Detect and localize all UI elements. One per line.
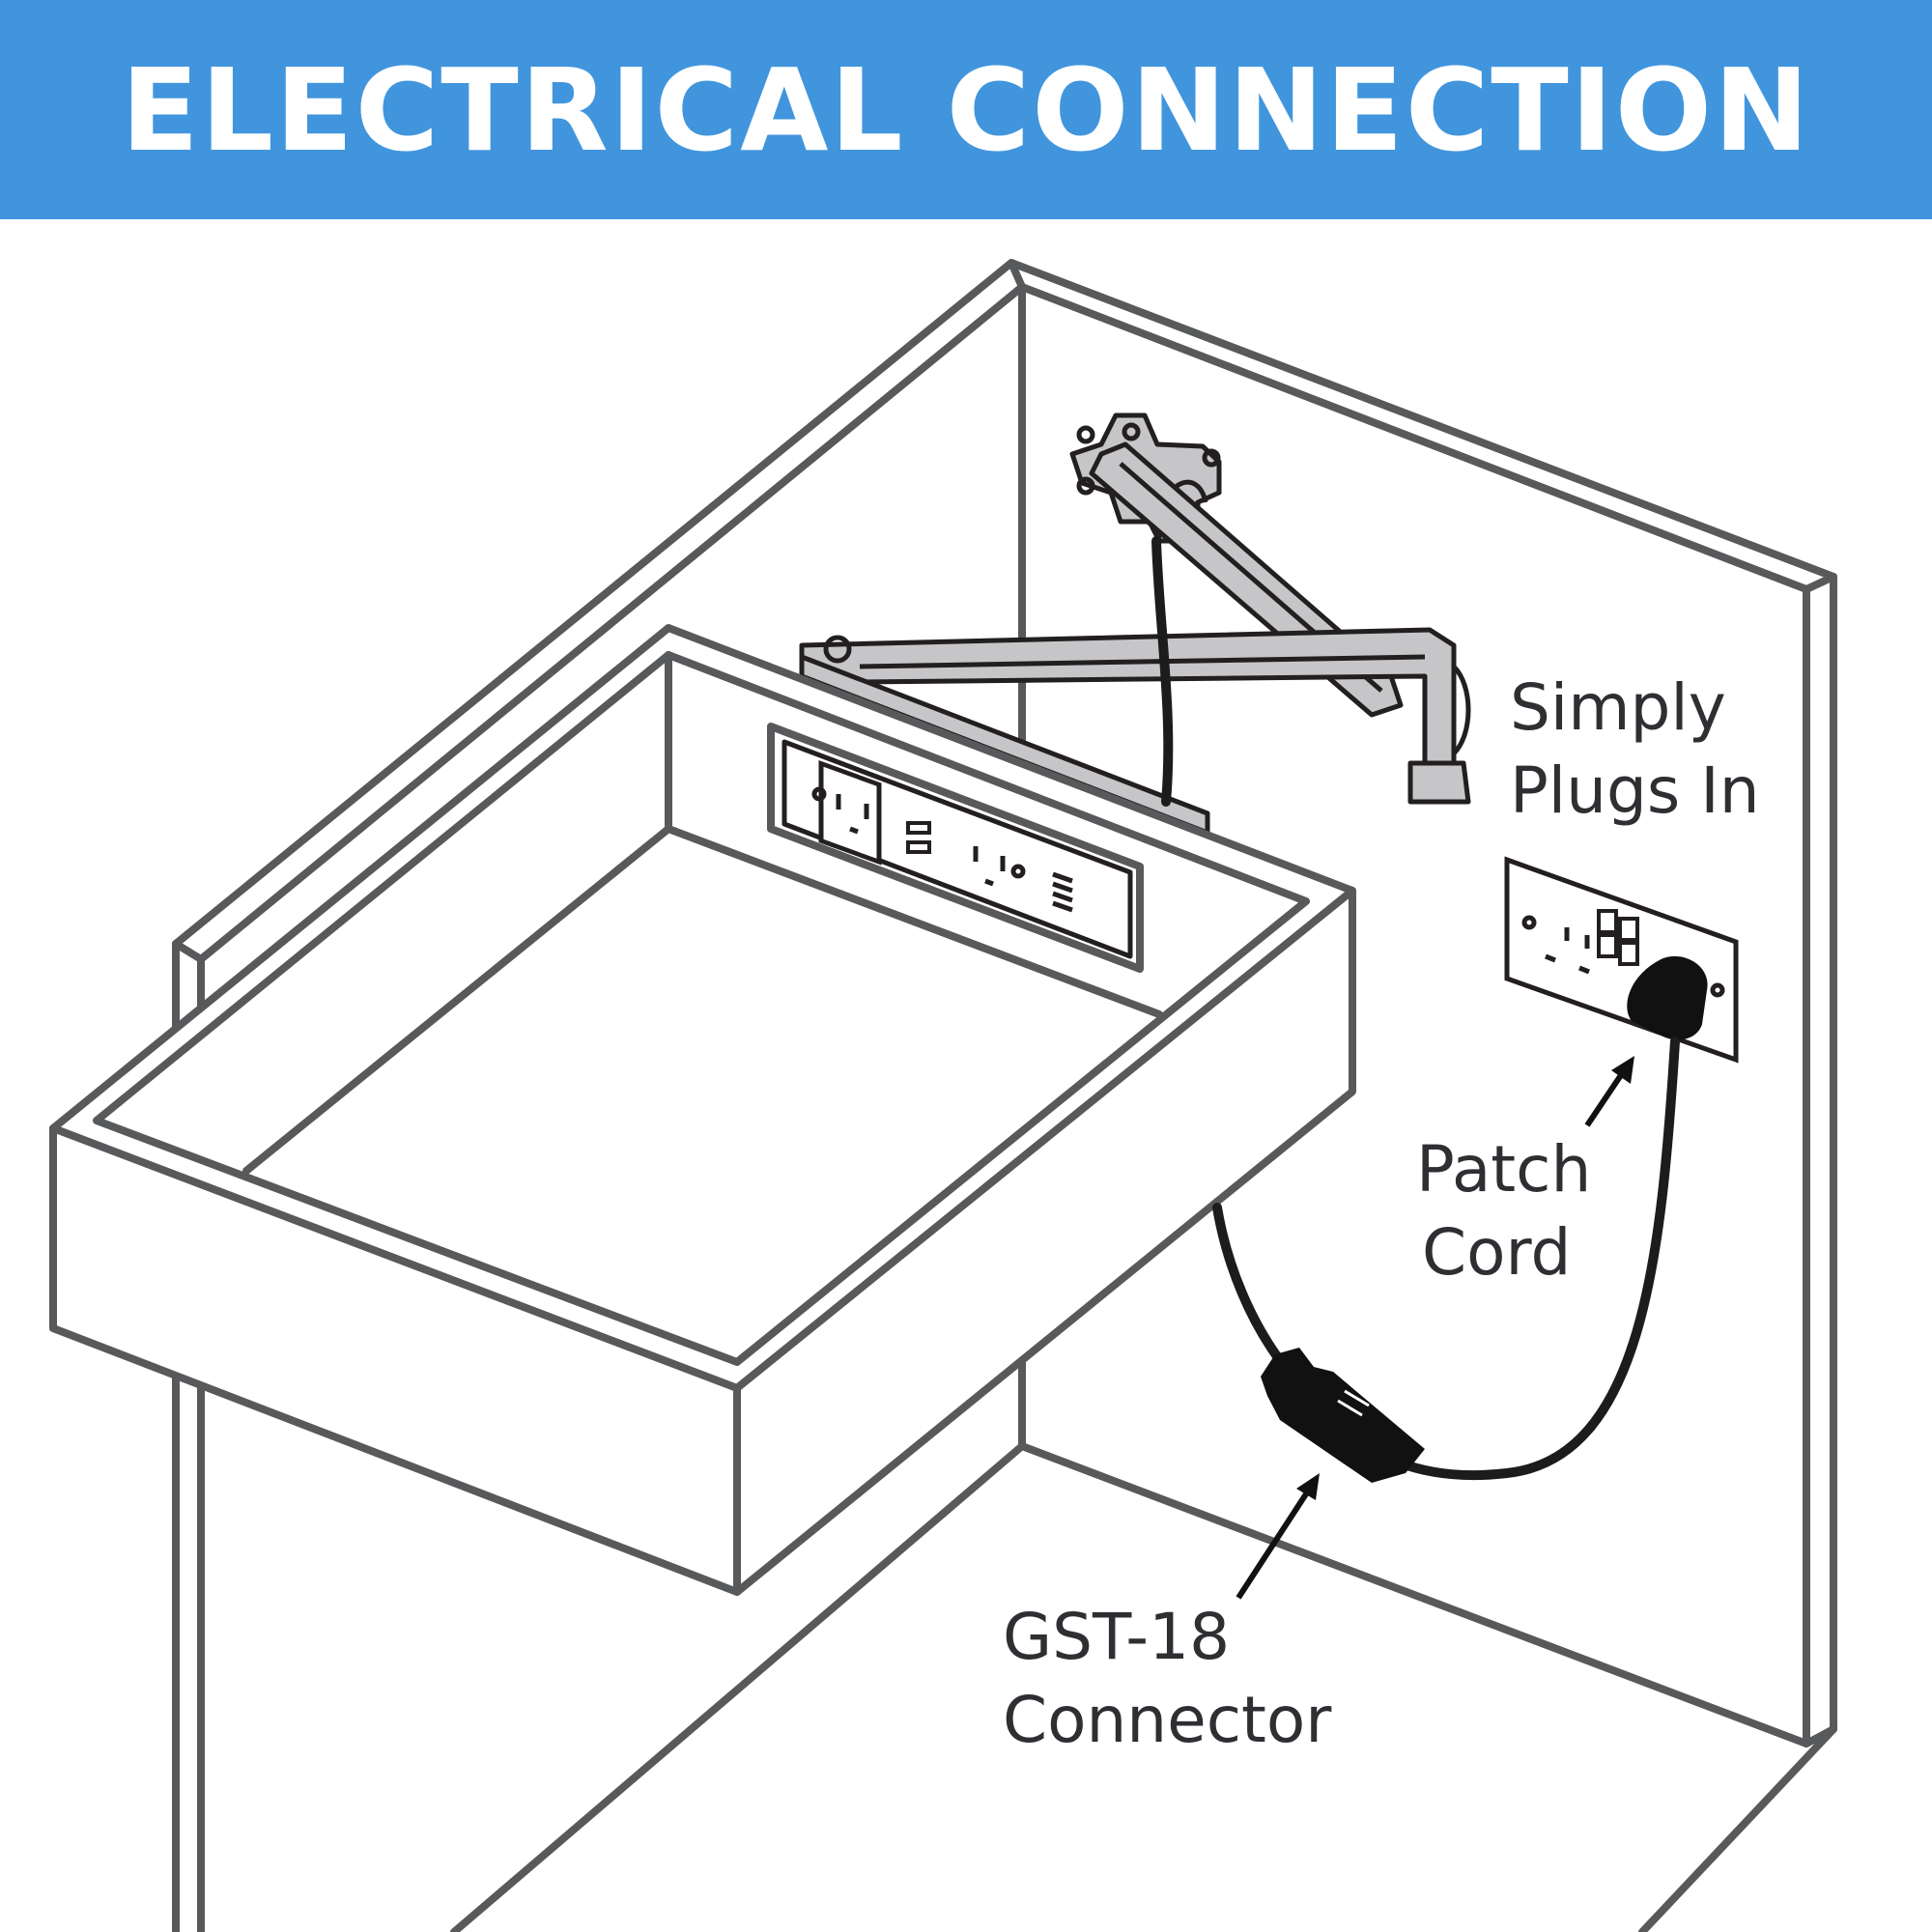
patch-cord: [1386, 1037, 1680, 1481]
arrow-to-connector: [1236, 1473, 1320, 1600]
wall-outlet: [1504, 856, 1739, 1064]
page-title: ELECTRICAL CONNECTION: [121, 43, 1811, 177]
outlet-icon: [973, 846, 1006, 887]
label-line: Connector: [1003, 1683, 1332, 1757]
arrow-to-plug: [1584, 1056, 1634, 1127]
gst18-connector: [1261, 1348, 1425, 1483]
power-strip-cord: [1212, 1203, 1290, 1372]
label-simply-plugs-in: Simply Plugs In: [1510, 667, 1760, 833]
plug-icon: [1627, 955, 1708, 1040]
power-strip: [767, 723, 1144, 973]
label-patch-cord: Patch Cord: [1416, 1128, 1591, 1294]
label-gst18-connector: GST-18 Connector: [1003, 1596, 1331, 1762]
usb-port-icon: [906, 821, 931, 854]
vent-icon: [1052, 871, 1073, 913]
label-line: Patch: [1416, 1132, 1592, 1207]
label-line: GST-18: [1003, 1600, 1231, 1674]
header-banner: ELECTRICAL CONNECTION: [0, 0, 1932, 219]
support-arm: [799, 441, 1471, 836]
label-line: Simply: [1510, 670, 1726, 745]
outlet-icon: [836, 794, 869, 835]
desk-shelf: [49, 624, 1356, 1596]
label-line: Plugs In: [1510, 753, 1760, 828]
label-line: Cord: [1422, 1215, 1572, 1290]
